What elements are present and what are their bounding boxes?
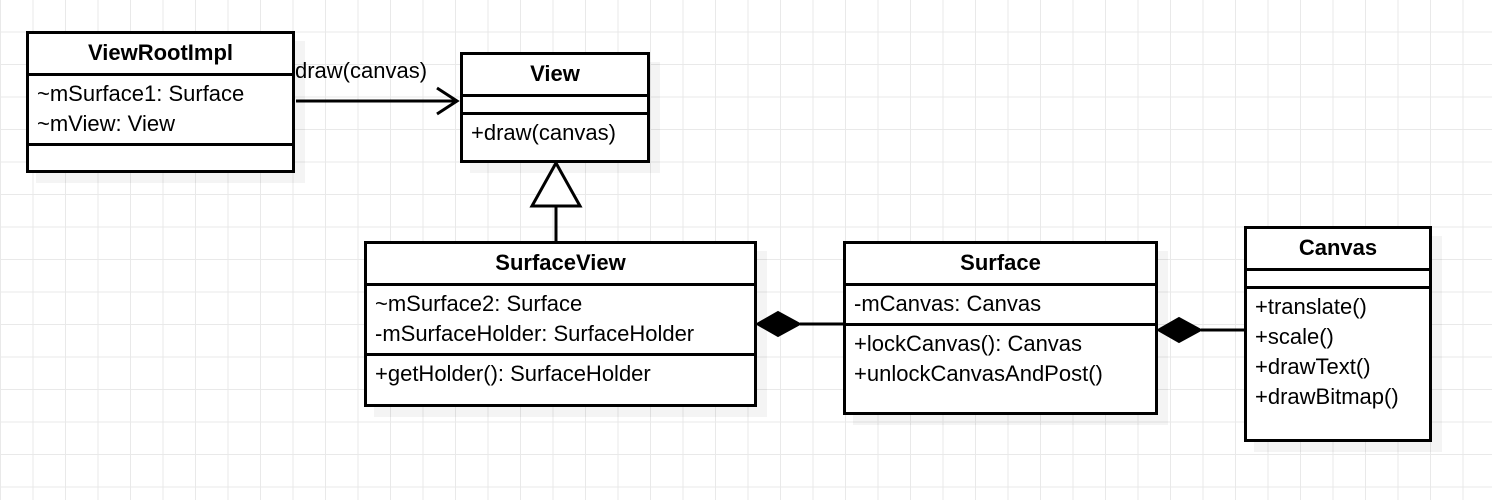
connector-viewrootimpl-to-view (296, 86, 460, 116)
class-box-surfaceview[interactable]: SurfaceView ~mSurface2: Surface -mSurfac… (364, 241, 757, 407)
attributes-compartment-view (463, 94, 647, 112)
operation-item: +drawText() (1255, 354, 1371, 379)
operations-compartment-canvas: +translate() +scale() +drawText() +drawB… (1247, 286, 1429, 416)
class-box-canvas[interactable]: Canvas +translate() +scale() +drawText()… (1244, 226, 1432, 442)
operation-item: +translate() (1255, 294, 1367, 319)
filled-diamond-icon (1155, 316, 1204, 344)
edge-label-draw-canvas: draw(canvas) (295, 58, 428, 83)
attributes-compartment-viewrootimpl: ~mSurface1: Surface ~mView: View (29, 73, 292, 143)
attribute-item: -mCanvas: Canvas (854, 291, 1042, 316)
operations-compartment-view: +draw(canvas) (463, 112, 647, 152)
attributes-compartment-surfaceview: ~mSurface2: Surface -mSurfaceHolder: Sur… (367, 283, 754, 353)
attributes-compartment-canvas (1247, 268, 1429, 286)
attribute-item: ~mSurface1: Surface (37, 81, 245, 106)
class-box-surface[interactable]: Surface -mCanvas: Canvas +lockCanvas(): … (843, 241, 1158, 415)
operation-item: +unlockCanvasAndPost() (854, 361, 1103, 386)
operations-compartment-surface: +lockCanvas(): Canvas +unlockCanvasAndPo… (846, 323, 1155, 393)
attribute-item: -mSurfaceHolder: SurfaceHolder (375, 321, 695, 346)
class-name-canvas: Canvas (1298, 235, 1378, 260)
operation-item: +scale() (1255, 324, 1334, 349)
class-name-viewrootimpl: ViewRootImpl (87, 40, 234, 65)
class-name-view: View (530, 61, 580, 86)
attributes-compartment-surface: -mCanvas: Canvas (846, 283, 1155, 323)
operations-compartment-viewrootimpl (29, 143, 292, 161)
class-name-surface: Surface (960, 250, 1041, 275)
class-box-viewrootimpl[interactable]: ViewRootImpl ~mSurface1: Surface ~mView:… (26, 31, 295, 173)
attribute-item: ~mView: View (37, 111, 175, 136)
connector-surface-composes-canvas (1155, 316, 1244, 344)
operations-compartment-surfaceview: +getHolder(): SurfaceHolder (367, 353, 754, 393)
operation-item: +draw(canvas) (471, 120, 616, 145)
hollow-triangle-icon (529, 159, 583, 208)
filled-diamond-icon (754, 310, 803, 338)
open-arrowhead-icon (436, 86, 460, 116)
class-box-view[interactable]: View +draw(canvas) (460, 52, 650, 163)
operation-item: +drawBitmap() (1255, 384, 1399, 409)
attribute-item: ~mSurface2: Surface (375, 291, 583, 316)
operation-item: +lockCanvas(): Canvas (854, 331, 1083, 356)
operation-item: +getHolder(): SurfaceHolder (375, 361, 651, 386)
class-name-surfaceview: SurfaceView (495, 250, 626, 275)
connector-surfaceview-inherits-view (529, 159, 583, 241)
connector-surfaceview-composes-surface (754, 310, 843, 338)
